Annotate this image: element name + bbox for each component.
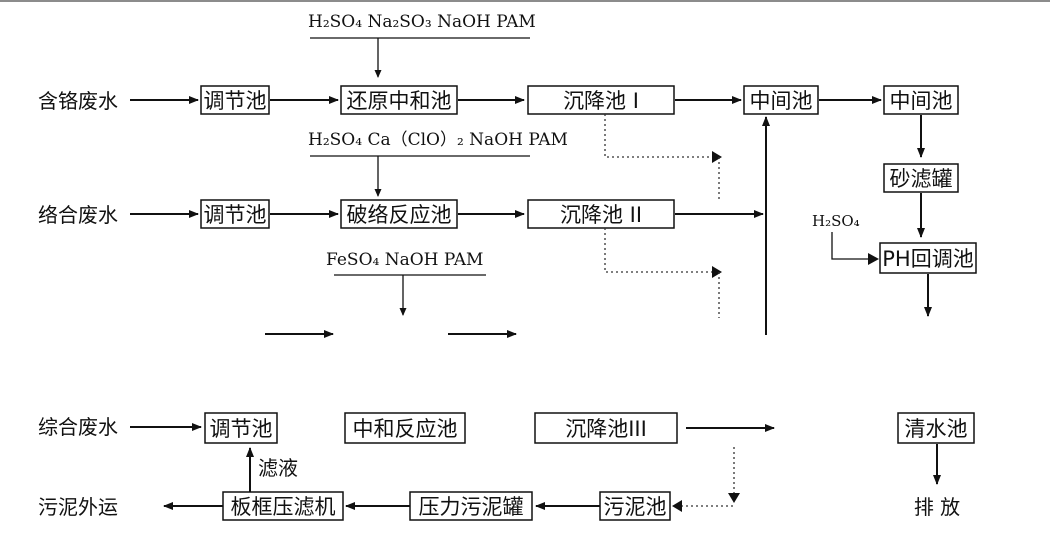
ph-acid-label: H₂SO₄: [812, 212, 860, 230]
regulating-pool-2-label: 调节池: [204, 203, 267, 227]
sludge-pool-label: 污泥池: [604, 495, 667, 519]
settling-pool-2: 沉降池 II: [527, 199, 675, 229]
regulating-pool-1-label: 调节池: [204, 89, 267, 113]
intermediate-pool-1: 中间池: [743, 85, 819, 115]
reduction-neutralization-pool: 还原中和池: [340, 85, 458, 115]
sludge-line-settling-1: [604, 114, 719, 158]
plate-frame-filter-press: 板框压滤机: [222, 491, 344, 521]
sludge-arrowhead-4: [672, 500, 682, 512]
pressure-sludge-tank: 压力污泥罐: [409, 491, 533, 521]
sludge-arrowhead-3: [728, 493, 740, 503]
settling-pool-3: 沉降池III: [534, 412, 678, 444]
sludge-outbound-label: 污泥外运: [38, 495, 118, 519]
settling-pool-1-label: 沉降池 I: [563, 89, 639, 113]
ph-adjust-pool: PH回调池: [879, 242, 977, 274]
regulating-pool-3-label: 调节池: [210, 417, 273, 441]
clear-water-pool: 清水池: [897, 412, 975, 444]
source-complex-label: 络合废水: [38, 203, 118, 227]
sand-filter-tank: 砂滤罐: [883, 163, 959, 193]
intermediate-pool-2: 中间池: [883, 85, 959, 115]
chemicals-row2-label: H₂SO₄ Ca（ClO）₂ NaOH PAM: [308, 130, 568, 150]
sludge-arrowhead-1: [712, 151, 722, 163]
discharge-label: 排 放: [914, 495, 960, 519]
neutralization-reaction-pool-label: 中和反应池: [353, 417, 458, 441]
settling-pool-3-label: 沉降池III: [565, 417, 647, 441]
sludge-line-settling-2: [604, 228, 719, 273]
plate-frame-filter-press-label: 板框压滤机: [231, 495, 336, 519]
sludge-arrowhead-2: [712, 266, 722, 278]
ph-adjust-pool-label: PH回调池: [882, 247, 973, 271]
source-mixed-label: 综合废水: [38, 415, 118, 439]
regulating-pool-1: 调节池: [200, 85, 270, 115]
settling-pool-2-label: 沉降池 II: [560, 203, 642, 227]
sand-filter-tank-label: 砂滤罐: [890, 167, 953, 191]
intermediate-pool-2-label: 中间池: [890, 89, 953, 113]
regulating-pool-3: 调节池: [204, 412, 278, 444]
settling-pool-1: 沉降池 I: [527, 85, 675, 115]
chemicals-row1-label: H₂SO₄ Na₂SO₃ NaOH PAM: [308, 12, 536, 32]
chemicals-row3-label: FeSO₄ NaOH PAM: [326, 250, 483, 270]
filtrate-label: 滤液: [258, 456, 298, 480]
reduction-neutralization-pool-label: 还原中和池: [347, 89, 452, 113]
pressure-sludge-tank-label: 压力污泥罐: [419, 495, 524, 519]
decomplexation-reaction-pool-label: 破络反应池: [347, 203, 452, 227]
ph-acid-arrowhead: [868, 253, 879, 265]
clear-water-pool-label: 清水池: [905, 417, 968, 441]
ph-acid-line: [831, 232, 875, 260]
decomplexation-reaction-pool: 破络反应池: [340, 199, 458, 229]
sludge-pool: 污泥池: [599, 491, 671, 521]
source-chromium-label: 含铬废水: [38, 89, 118, 113]
regulating-pool-2: 调节池: [200, 199, 270, 229]
neutralization-reaction-pool: 中和反应池: [344, 412, 466, 444]
intermediate-pool-1-label: 中间池: [750, 89, 813, 113]
